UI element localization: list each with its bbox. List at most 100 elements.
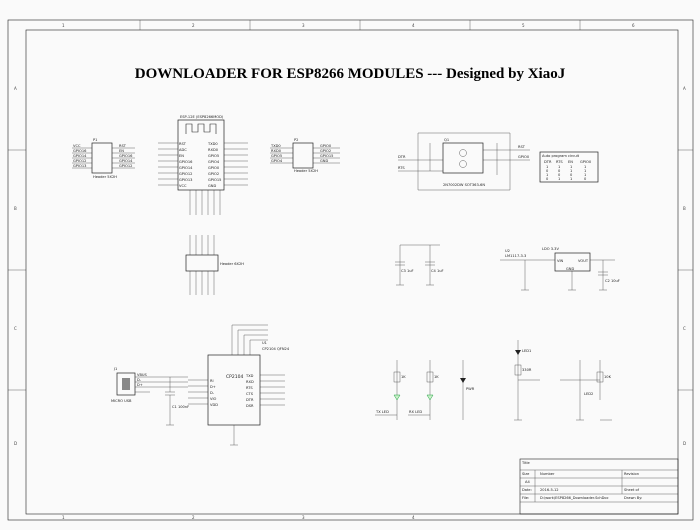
cp2104-pin: TXD: [245, 374, 254, 378]
usb-pin: D-: [137, 378, 142, 382]
esp-pin: GPIO0: [208, 166, 220, 170]
p1-net: GPIO16: [119, 154, 133, 158]
q1-net: DTR: [398, 155, 406, 159]
led-label: RX LED: [409, 410, 422, 414]
tb-size-label: Size: [522, 472, 530, 476]
truth-table-cell: 0: [546, 177, 549, 181]
cp2104-chip: U1 CP2104 QFN24 CP2104 RI D+ D- VIO VDD …: [188, 324, 290, 446]
tb-revision-label: Revision: [624, 472, 639, 476]
ldo-ref: U2: [505, 249, 510, 253]
row-label: B: [14, 206, 17, 211]
esp-pin: GPIO4: [208, 160, 220, 164]
led-resistor: 1K: [401, 375, 406, 379]
esp-pin: VCC: [179, 184, 187, 188]
tb-number-label: Number: [540, 472, 555, 476]
schematic-title: DOWNLOADER FOR ESP8266 MODULES --- Desig…: [135, 66, 566, 82]
tb-date: 2016-5-12: [540, 488, 559, 492]
p1-net: GPIO14: [119, 159, 133, 163]
esp-pin: GND: [208, 184, 216, 188]
p2-signal: RXD0: [271, 149, 282, 153]
truth-table-cell: 1: [558, 165, 560, 169]
cp2104-ref: U1: [262, 341, 267, 345]
truth-table-cell: 1: [584, 169, 586, 173]
p1-label: Header 5X2H: [93, 175, 117, 179]
row-label: A: [14, 86, 17, 91]
esp-pin: TXD0: [207, 142, 218, 146]
header-6x2: Header 6X2H: [185, 235, 244, 295]
tb-size: A4: [525, 480, 530, 484]
reset-cap: C4 1uF: [431, 269, 444, 273]
p1-net: GPIO12: [119, 164, 132, 168]
cp2104-header-label: CP2104 QFN24: [262, 347, 290, 351]
row-label: D: [14, 441, 17, 446]
p2-label: Header 5X2H: [294, 169, 318, 173]
led-label: TX LED: [375, 410, 389, 414]
esp-pin: GPIO15: [208, 178, 221, 182]
q1-net: GPIO0: [518, 155, 530, 159]
tb-sheet-label: Sheet of: [624, 488, 640, 492]
truth-table-cell: 1: [570, 169, 572, 173]
header-p2: P2 TXD0 RXD0 GPIO5 GPIO4 GPIO0 GPIO2 GPI…: [270, 138, 340, 173]
esp-pin: GPIO2: [208, 172, 219, 176]
q1-net: RTS: [398, 166, 405, 170]
truth-table-header: GPIO0: [580, 160, 592, 164]
cp2104-pin: DSR: [246, 404, 254, 408]
col-label: 2: [192, 23, 195, 28]
truth-table-cell: 1: [546, 165, 548, 169]
led-resistor: 1K: [434, 375, 439, 379]
esp-pin: ADC: [179, 148, 187, 152]
row-label-right: B: [683, 206, 686, 211]
usb-ref: J1: [113, 367, 117, 371]
truth-table-cell: 0: [570, 173, 573, 177]
usb-label: MICRO USB: [111, 399, 132, 403]
col-label-bottom: 1: [62, 515, 65, 520]
row-label-right: D: [683, 441, 686, 446]
p1-net: EN: [119, 149, 124, 153]
truth-table-cell: 1: [570, 165, 572, 169]
row-label-right: A: [683, 86, 686, 91]
cp2104-pin: D-: [210, 391, 215, 395]
truth-table-cell: 1: [570, 177, 572, 181]
truth-table-header: EN: [568, 160, 573, 164]
ldo-vin: VIN: [557, 259, 564, 263]
led-label: LED1: [522, 349, 531, 353]
truth-table-cell: 0: [546, 169, 549, 173]
p2-signal: GPIO5: [271, 154, 282, 158]
q1-net: RST: [518, 145, 526, 149]
reset-circuit: C3 1uF C4 1uF: [395, 244, 444, 286]
col-label: 5: [522, 23, 525, 28]
p2-signal: GPIO4: [271, 159, 283, 163]
truth-table: Auto program circuit DTR RTS EN GPIO0 1 …: [539, 151, 599, 183]
cp2104-pin: VIO: [210, 397, 217, 401]
col-label-bottom: 2: [192, 515, 195, 520]
q1-label: 2N7002DW SOT363-6N: [443, 183, 485, 187]
header-6x2-label: Header 6X2H: [220, 262, 244, 266]
tb-title-label: Title: [521, 461, 530, 465]
usb-cap: C1 100nF: [172, 405, 189, 409]
row-label: C: [14, 326, 17, 331]
ldo-vout: VOUT: [578, 259, 589, 263]
truth-table-cell: 1: [584, 173, 586, 177]
p1-signal: GPIO14: [73, 154, 87, 158]
esp-pin: GPIO14: [179, 166, 193, 170]
auto-program-transistors: Q1 DTR RTS RST GPIO0 2N7002DW SOT363-6N: [398, 132, 530, 191]
esp-pin: GPIO12: [179, 172, 192, 176]
cp2104-pin: RI: [210, 379, 214, 383]
truth-table-title: Auto program circuit: [542, 154, 580, 158]
esp-pin: GPIO13: [179, 178, 192, 182]
esp-pin: GPIO5: [208, 154, 219, 158]
truth-table-cell: 0: [558, 169, 561, 173]
tb-drawn-label: Drawn By:: [624, 496, 642, 500]
esp-module-header: ESP-12E (ESP8266MOD): [180, 115, 224, 119]
truth-table-cell: 1: [546, 173, 548, 177]
usb-pin: VBUS: [137, 373, 148, 377]
cp2104-pin: VDD: [210, 403, 218, 407]
cp2104-pin: DTR: [246, 398, 254, 402]
led-resistor: 10K: [604, 375, 612, 379]
truth-table-cell: 1: [584, 165, 586, 169]
cp2104-pin: CTS: [246, 392, 254, 396]
col-label-bottom: 3: [302, 515, 305, 520]
ldo-gnd: GND: [566, 267, 574, 271]
led-section: TX LED RX LED PWR LED1 LED2 1K 1K 330R 1…: [375, 340, 612, 421]
